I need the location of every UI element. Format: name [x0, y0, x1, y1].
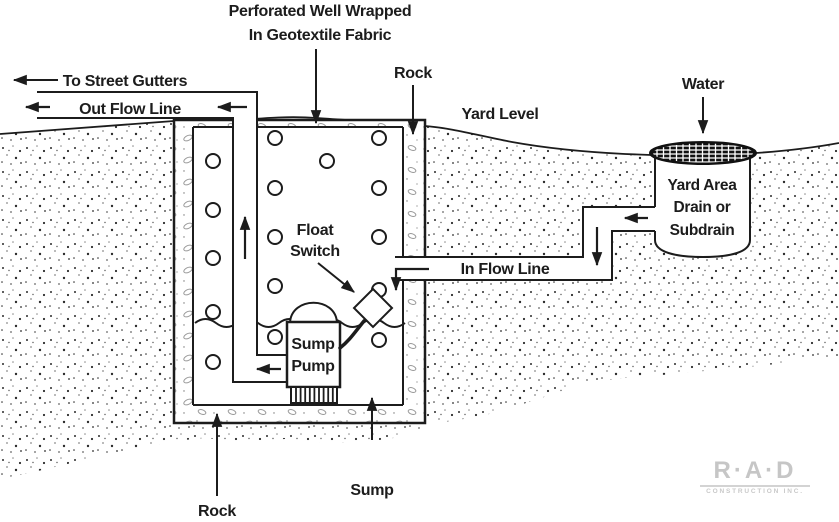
perforation-holes: [205, 130, 387, 370]
float-switch-arrow-icon: [317, 262, 355, 293]
label-in-flow-line: In Flow Line: [461, 261, 550, 278]
perforation-hole: [319, 153, 335, 169]
perforation-hole: [205, 202, 221, 218]
label-yard-drain-line1: Yard Area: [667, 177, 737, 194]
label-water: Water: [682, 76, 724, 93]
label-title-line1: Perforated Well Wrapped: [229, 3, 412, 20]
perforation-hole: [205, 354, 221, 370]
perforation-hole: [371, 180, 387, 196]
sump-pump: [285, 301, 342, 404]
perforation-hole: [205, 304, 221, 320]
perforation-hole: [205, 250, 221, 266]
perforation-hole: [267, 229, 283, 245]
label-sump-pump-line1: Sump: [291, 336, 335, 353]
logo-subtitle: CONSTRUCTION INC.: [700, 485, 810, 495]
label-sump-pump-line2: Pump: [291, 358, 335, 375]
label-float-switch-line1: Float: [297, 222, 335, 239]
callout-arrows: [12, 49, 709, 496]
perforation-hole: [267, 180, 283, 196]
label-out-flow-line: Out Flow Line: [79, 101, 181, 118]
label-sump: Sump: [350, 482, 394, 499]
label-yard-drain-line3: Subdrain: [670, 222, 735, 239]
pump-body: [285, 320, 342, 389]
float-switch: [338, 287, 394, 350]
label-title-line2: In Geotextile Fabric: [249, 27, 392, 44]
float-switch-body: [352, 287, 394, 329]
out-flow-pipe: [24, 91, 288, 383]
label-rock-top: Rock: [394, 65, 432, 82]
perforation-hole: [371, 332, 387, 348]
label-yard-drain-line2: Drain or: [673, 199, 730, 216]
yard-area-drain: [649, 141, 757, 259]
diagram-labels: Perforated Well Wrapped In Geotextile Fa…: [63, 3, 738, 520]
company-logo: R·A·D CONSTRUCTION INC.: [700, 459, 810, 495]
label-float-switch-line2: Switch: [290, 243, 340, 260]
label-yard-level: Yard Level: [461, 106, 538, 123]
drain-grate-grid: [653, 143, 753, 163]
float-switch-cable: [338, 319, 366, 350]
label-to-street-gutters: To Street Gutters: [63, 73, 188, 90]
perforation-hole: [205, 153, 221, 169]
in-flow-pipe: [390, 206, 656, 292]
perforation-hole: [371, 130, 387, 146]
label-rock-bottom: Rock: [198, 503, 236, 520]
inflow-elbow-arrow-icon: [390, 267, 429, 292]
perforation-hole: [371, 229, 387, 245]
perforation-hole: [267, 278, 283, 294]
logo-name: R·A·D: [713, 457, 797, 484]
pump-intake-hatch: [295, 388, 334, 402]
perforation-hole: [267, 130, 283, 146]
perforation-hole: [267, 329, 283, 345]
